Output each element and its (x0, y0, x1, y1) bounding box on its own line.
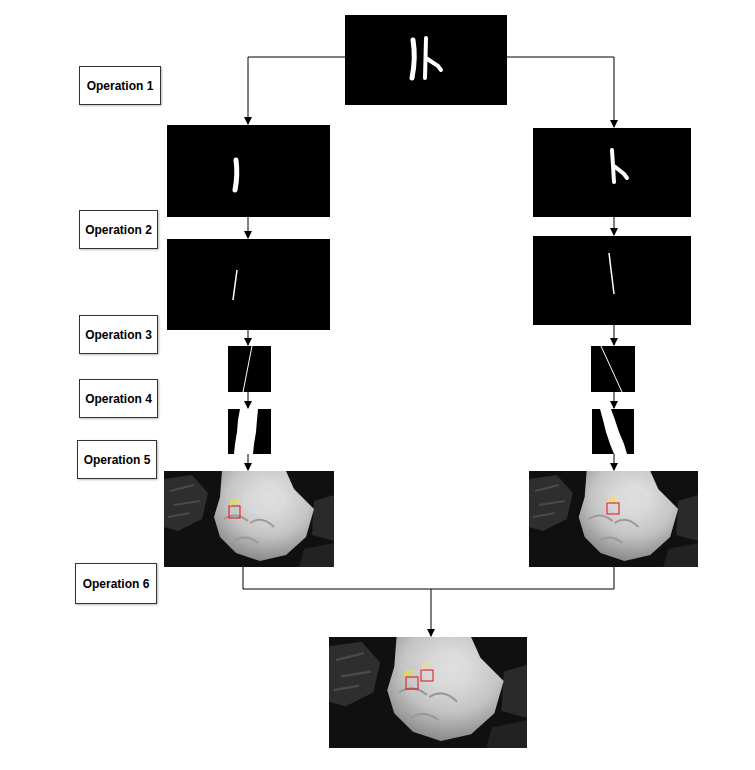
operation-box: Operation 1 (79, 66, 161, 105)
operation-box: Operation 3 (79, 315, 158, 354)
operation-label: Operation 3 (85, 328, 152, 342)
operation-box: Operation 2 (79, 210, 158, 249)
operation-box: Operation 6 (75, 563, 157, 604)
operation-label: Operation 6 (83, 577, 150, 591)
point-label: pt1 (607, 495, 617, 502)
operation-label: Operation 2 (85, 223, 152, 237)
point-label: pt0 (404, 669, 414, 676)
point-label: pt1 (421, 662, 431, 669)
operation-label: Operation 1 (87, 79, 154, 93)
operation-label: Operation 5 (84, 453, 151, 467)
operation-box: Operation 4 (79, 379, 158, 418)
operation-label: Operation 4 (85, 392, 152, 406)
operation-box: Operation 5 (77, 440, 157, 479)
point-label: pt0 (230, 498, 240, 505)
